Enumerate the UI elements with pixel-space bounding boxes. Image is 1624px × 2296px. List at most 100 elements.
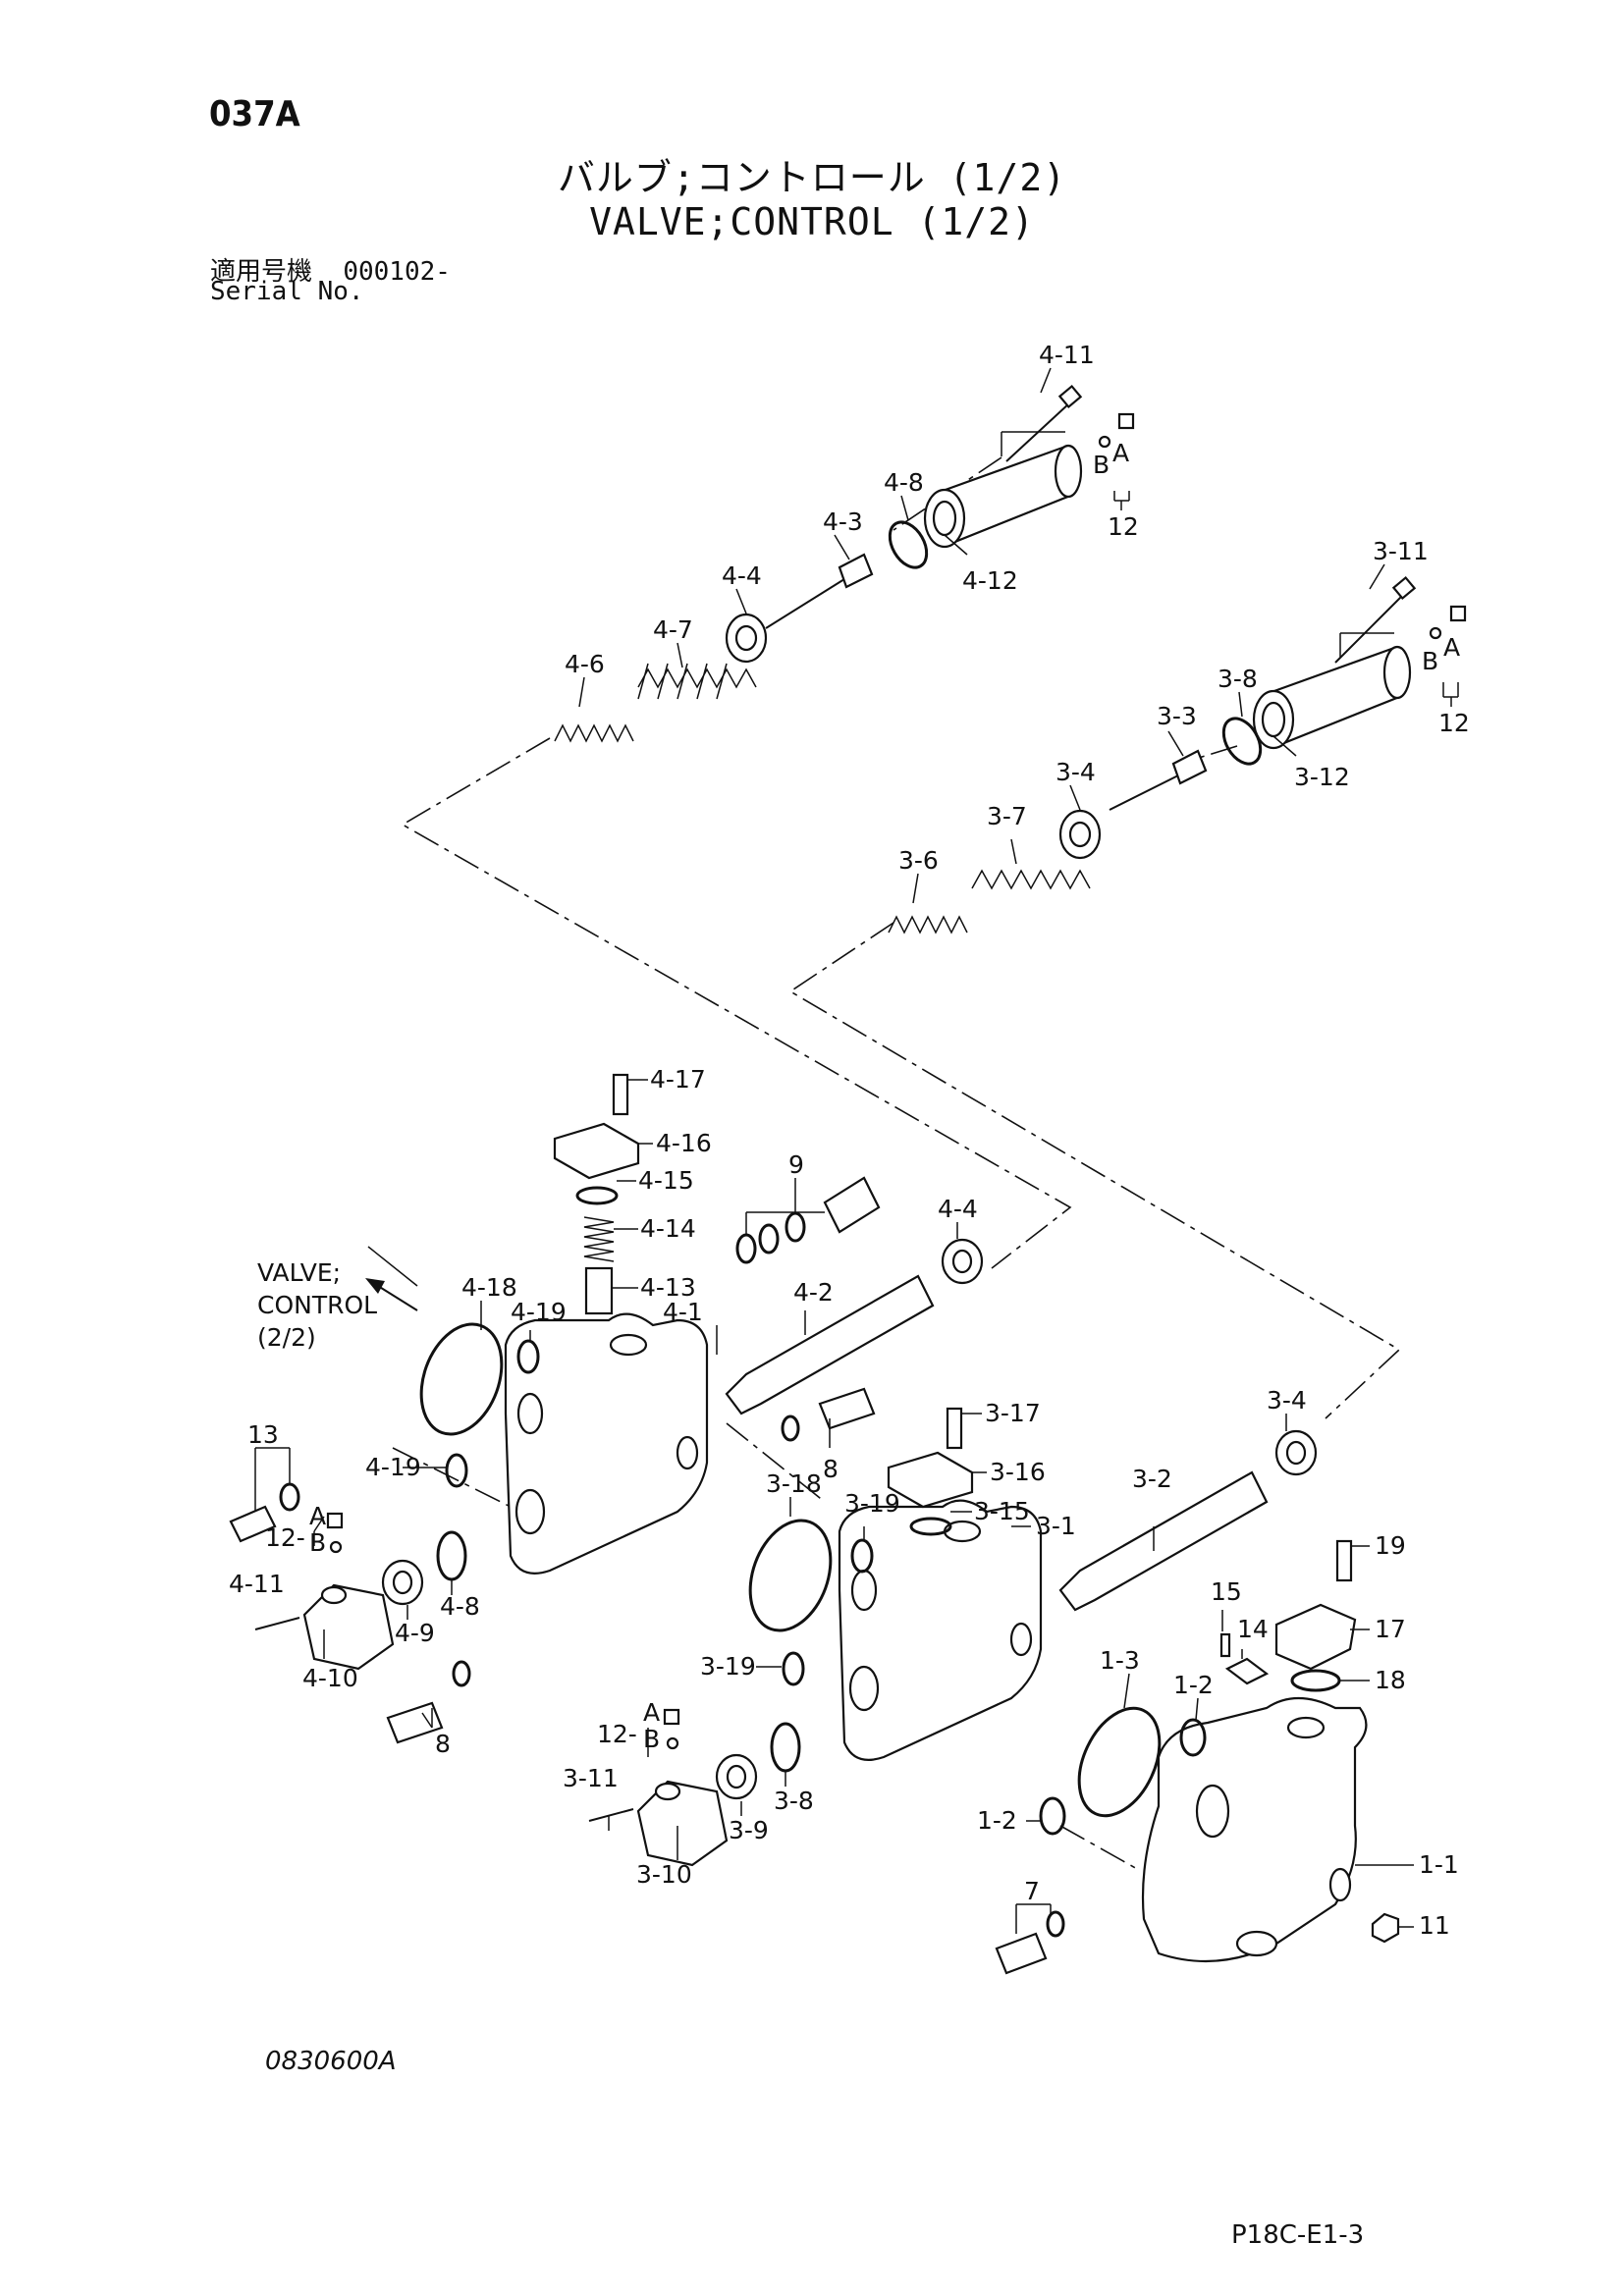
spring-seat-4-9 — [381, 1559, 424, 1606]
assembly-chain-low — [1059, 1825, 1140, 1871]
callout-4-19-top: 4-19 — [511, 1298, 567, 1326]
cap-bolt-3-11-left — [588, 1808, 634, 1822]
callout-b-d: B — [643, 1725, 660, 1753]
assembly-chain-4 — [401, 737, 1072, 1269]
leader-lines — [254, 367, 1459, 1934]
cap-bolt-4-11-left — [254, 1617, 300, 1630]
spring-seat-3-4-mid — [1274, 1429, 1318, 1476]
serial-label-jp: 適用号機 — [210, 257, 313, 287]
o-ring-3-19-top — [850, 1538, 874, 1574]
o-ring-3-19-left — [782, 1651, 805, 1686]
spring-3-7 — [971, 869, 1091, 890]
title-english: VALVE;CONTROL (1/2) — [589, 200, 1035, 243]
o-ring-1-2-left — [1039, 1796, 1066, 1836]
plug-12-b — [1429, 605, 1467, 640]
page-reference: P18C-E1-3 — [1231, 2220, 1365, 2250]
callout-4-14: 4-14 — [640, 1214, 696, 1243]
nut-11 — [1371, 1912, 1400, 1944]
o-ring-4-18 — [419, 1322, 504, 1436]
o-ring-4-19-top — [516, 1339, 540, 1374]
callout-labels: 4-11 B A 12 4-8 4-3 4-12 4-4 4-7 4-6 3-1… — [229, 341, 1470, 1940]
cover-17 — [1274, 1603, 1357, 1671]
spool-4-2 — [725, 1274, 935, 1415]
callout-3-8-left: 3-8 — [774, 1787, 814, 1815]
callout-1-1: 1-1 — [1419, 1850, 1459, 1879]
o-ring-3-18 — [748, 1519, 833, 1632]
callout-3-6: 3-6 — [898, 846, 939, 875]
callout-4-13: 4-13 — [640, 1273, 696, 1302]
pilot-cap-4-10 — [302, 1583, 395, 1671]
o-ring-4-8-left — [436, 1530, 467, 1581]
spring-seat-3-4 — [1058, 809, 1102, 860]
spring-4-6 — [554, 723, 634, 743]
callout-1-2-left: 1-2 — [977, 1806, 1017, 1835]
callout-4-9: 4-9 — [395, 1619, 435, 1647]
o-ring-4-15 — [575, 1186, 619, 1205]
pilot-cap-4-12 — [923, 444, 1083, 549]
spring-seat-4-4-mid — [941, 1238, 984, 1285]
callout-3-4-mid: 3-4 — [1267, 1386, 1307, 1415]
spool-3-2 — [1058, 1470, 1269, 1612]
arrow-head — [365, 1278, 385, 1294]
serial-line: 適用号機 000102- — [210, 251, 451, 288]
cross-ref-arrow — [377, 1285, 418, 1311]
callout-a-d: A — [643, 1698, 660, 1727]
callout-3-11-top: 3-11 — [1373, 537, 1429, 565]
title-japanese: バルブ;コントロール (1/2) — [557, 156, 1067, 199]
pilot-cover-3-16 — [887, 1451, 974, 1509]
callout-a-a: A — [1112, 439, 1129, 467]
spring-4-14 — [583, 1216, 615, 1262]
callout-12-d: 12- — [597, 1720, 637, 1748]
o-ring-3-8 — [1221, 717, 1263, 766]
callout-4-8-left: 4-8 — [440, 1592, 480, 1621]
callout-4-6: 4-6 — [565, 650, 605, 678]
spring-4-7 — [637, 663, 757, 700]
callout-3-15: 3-15 — [974, 1497, 1030, 1525]
callout-9: 9 — [788, 1150, 804, 1179]
callout-b-c: B — [309, 1528, 326, 1557]
o-ring-3-15 — [909, 1517, 952, 1536]
pilot-cover-4-16 — [553, 1122, 640, 1180]
bolt-4-17 — [612, 1073, 629, 1116]
callout-17: 17 — [1375, 1615, 1406, 1643]
plug-12-c — [326, 1512, 344, 1554]
callout-3-16: 3-16 — [990, 1458, 1046, 1486]
cap-bolt-3-11 — [1334, 575, 1417, 664]
callout-4-3: 4-3 — [823, 507, 863, 536]
valve-section-3-1 — [838, 1499, 1043, 1761]
callout-4-4-top: 4-4 — [722, 561, 762, 590]
callout-7: 7 — [1024, 1877, 1040, 1905]
plug-12-d — [663, 1708, 680, 1750]
callout-4-11-left: 4-11 — [229, 1570, 285, 1598]
bolt-3-17 — [946, 1407, 963, 1450]
valve-section-4-1 — [504, 1312, 709, 1575]
serial-value: 000102- — [343, 257, 451, 287]
callout-1-3: 1-3 — [1100, 1646, 1140, 1675]
callout-4-18: 4-18 — [461, 1273, 517, 1302]
cross-ref-line-2: CONTROL — [257, 1291, 377, 1319]
callout-b-a: B — [1093, 451, 1110, 479]
callout-15: 15 — [1211, 1577, 1242, 1606]
callout-11: 11 — [1419, 1911, 1450, 1940]
assembly-chain-mid-left — [392, 1447, 512, 1508]
callout-3-10: 3-10 — [636, 1860, 692, 1889]
assembly-chain-3 — [788, 922, 1401, 1419]
spring-seat-4-4 — [725, 613, 768, 664]
callout-4-4-mid: 4-4 — [938, 1195, 978, 1223]
callout-a-c: A — [309, 1502, 326, 1530]
callout-12-c: 12- — [265, 1523, 305, 1552]
o-ring-1-2-top — [1179, 1718, 1207, 1757]
o-ring-1-3 — [1077, 1706, 1162, 1818]
callout-14: 14 — [1237, 1615, 1269, 1643]
screw-15 — [1219, 1632, 1231, 1658]
callout-4-8-top: 4-8 — [884, 468, 924, 497]
callout-3-4-top: 3-4 — [1056, 758, 1096, 786]
callout-3-7: 3-7 — [987, 802, 1027, 830]
relief-valve-7 — [995, 1910, 1065, 1975]
callout-12-a: 12 — [1108, 512, 1139, 541]
spring-3-6 — [888, 915, 968, 934]
callout-4-1: 4-1 — [663, 1298, 703, 1326]
callout-8-b: 8 — [435, 1730, 451, 1758]
callout-3-1: 3-1 — [1036, 1512, 1076, 1540]
